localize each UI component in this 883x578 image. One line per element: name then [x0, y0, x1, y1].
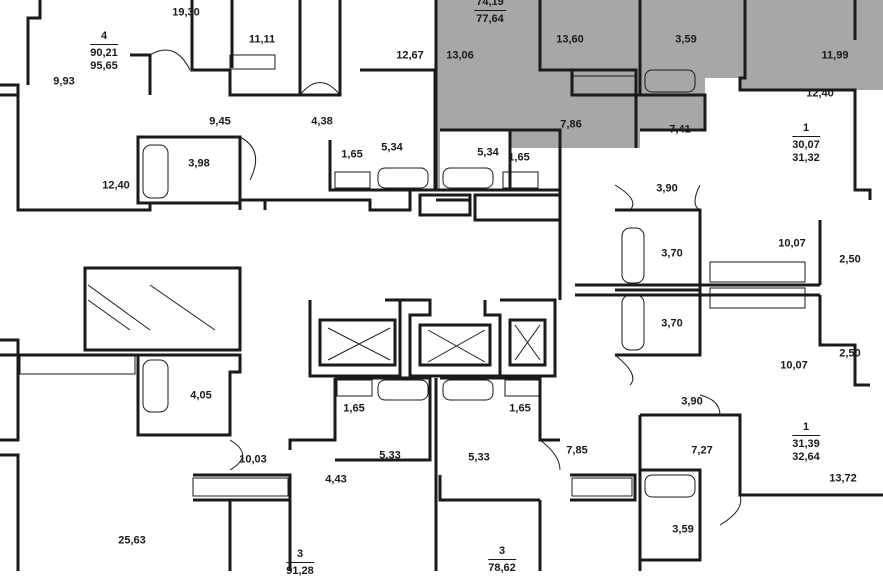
room-area-label: 12,40 [806, 87, 834, 100]
apartment-label: 74,19 77,64 [474, 0, 506, 26]
apartment-label: 4 90,21 95,65 [90, 30, 118, 72]
room-area-label: 13,06 [446, 49, 474, 62]
room-area-label: 2,50 [839, 347, 861, 360]
apartment-label: 3 91,28 [286, 548, 314, 577]
room-area-label: 3,70 [661, 317, 683, 330]
apartment-label: 1 30,07 31,32 [792, 122, 820, 164]
room-area-label: 5,34 [381, 141, 403, 154]
room-area-label: 3,59 [675, 33, 697, 46]
room-area-label: 7,27 [691, 444, 713, 457]
room-area-label: 1,65 [343, 402, 365, 415]
room-area-label: 5,33 [468, 451, 490, 464]
room-area-label: 11,99 [821, 49, 849, 62]
room-area-label: 3,59 [672, 523, 694, 536]
fixtures [19, 54, 806, 498]
room-area-label: 10,07 [780, 359, 808, 372]
room-area-label: 7,41 [669, 123, 691, 136]
room-area-label: 9,93 [53, 75, 75, 88]
room-area-label: 4,43 [325, 473, 347, 486]
room-area-label: 2,50 [839, 253, 861, 266]
room-area-label: 13,60 [556, 33, 584, 46]
room-area-label: 3,90 [681, 395, 703, 408]
apartment-label: 1 31,39 32,64 [792, 421, 820, 463]
room-area-label: 4,38 [311, 115, 333, 128]
room-area-label: 12,40 [102, 179, 130, 192]
room-area-label: 10,07 [778, 237, 806, 250]
room-area-label: 9,45 [209, 115, 231, 128]
room-area-label: 3,90 [656, 182, 678, 195]
room-area-label: 5,34 [477, 146, 499, 159]
room-area-label: 19,30 [172, 6, 200, 19]
room-area-label: 5,33 [379, 449, 401, 462]
room-area-label: 12,67 [396, 49, 424, 62]
room-area-label: 13,72 [829, 472, 857, 485]
room-area-label: 1,65 [509, 402, 531, 415]
room-area-label: 7,85 [566, 444, 588, 457]
room-area-label: 25,63 [118, 534, 146, 547]
room-area-label: 1,65 [341, 148, 363, 161]
room-area-label: 3,70 [661, 247, 683, 260]
room-area-label: 4,05 [190, 389, 212, 402]
room-area-label: 1,65 [508, 151, 530, 164]
room-area-label: 7,86 [560, 118, 582, 131]
room-area-label: 11,11 [248, 33, 276, 46]
room-area-label: 3,98 [188, 157, 210, 170]
room-area-label: 10,03 [239, 453, 267, 466]
door-swings [149, 49, 742, 526]
